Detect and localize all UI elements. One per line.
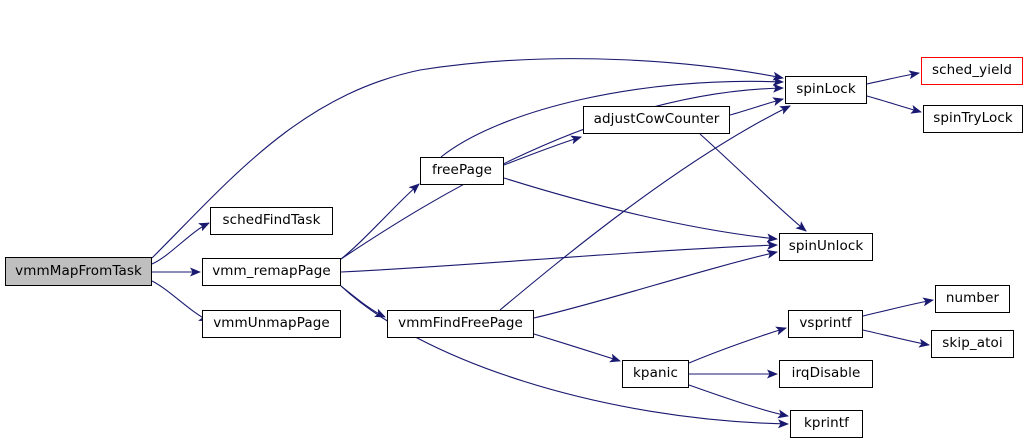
graph-edge-vmm_remapPage-to-spinUnlock [340,240,778,273]
graph-edge-vsprintf-to-number [862,297,934,317]
graph-edge-freePage-to-spinUnlock [503,177,778,243]
graph-edge-vmm_remapPage-to-vmmFindFreePage [340,285,386,318]
graph-edge-vmm_remapPage-to-freePage [340,183,420,260]
graph-node-label: kprintf [804,415,849,432]
graph-edge-kpanic-to-kprintf [688,384,789,419]
graph-edge-vmmFindFreePage-to-spinUnlock [533,249,778,319]
graph-edge-adjustCowCounter-to-spinUnlock [699,133,807,232]
graph-edge-freePage-to-adjustCowCounter [503,135,582,166]
graph-edge-vmmMapFromTask-to-vmmUnmapPage [151,280,210,322]
graph-edge-vmm_remapPage-to-kprintf [340,285,789,429]
graph-node-label: irqDisable [791,365,861,382]
graph-node-vmm_remapPage[interactable]: vmm_remapPage [202,258,341,286]
graph-node-label: vmmUnmapPage [213,315,330,332]
graph-node-kprintf[interactable]: kprintf [790,410,863,438]
graph-node-sched_yield[interactable]: sched_yield [921,57,1023,85]
graph-edge-adjustCowCounter-to-spinLock [729,97,784,116]
graph-node-irqDisable[interactable]: irqDisable [779,360,873,388]
graph-node-freePage[interactable]: freePage [420,157,504,185]
graph-node-vmmMapFromTask[interactable]: vmmMapFromTask [5,257,152,286]
graph-node-label: schedFindTask [222,212,321,229]
graph-node-label: skip_atoi [942,335,1003,352]
graph-edge-freePage-to-spinLock [440,77,784,158]
graph-node-label: vmm_remapPage [212,263,331,280]
graph-edge-vmmMapFromTask-to-spinLock [151,58,784,259]
graph-node-label: spinUnlock [788,238,864,255]
graph-node-label: vmmMapFromTask [15,262,142,279]
graph-node-vmmFindFreePage[interactable]: vmmFindFreePage [387,310,534,338]
graph-edge-spinLock-to-spinTryLock [866,95,922,114]
graph-node-spinLock[interactable]: spinLock [785,76,867,104]
graph-node-kpanic[interactable]: kpanic [622,360,689,388]
graph-node-label: sched_yield [931,62,1013,79]
graph-edge-vmmFindFreePage-to-spinLock [499,105,791,311]
graph-node-skip_atoi[interactable]: skip_atoi [931,330,1014,358]
graph-node-schedFindTask[interactable]: schedFindTask [210,207,333,235]
graph-node-vsprintf[interactable]: vsprintf [788,310,863,338]
graph-node-label: spinLock [796,81,856,98]
graph-node-spinTryLock[interactable]: spinTryLock [923,105,1023,133]
graph-edge-vmmMapFromTask-to-schedFindTask [151,222,210,265]
graph-edge-vmmFindFreePage-to-kpanic [533,333,621,363]
graph-node-label: vmmFindFreePage [398,315,523,332]
graph-edge-kpanic-to-vsprintf [688,326,787,364]
graph-edge-vsprintf-to-skip_atoi [862,329,930,348]
graph-node-label: vsprintf [799,315,852,332]
graph-node-label: adjustCowCounter [593,111,720,128]
graph-node-vmmUnmapPage[interactable]: vmmUnmapPage [202,310,341,338]
graph-node-label: kpanic [633,365,678,382]
graph-edge-spinLock-to-sched_yield [866,70,920,85]
graph-node-label: spinTryLock [933,110,1013,127]
graph-node-number[interactable]: number [935,285,1010,313]
graph-node-label: number [945,290,1000,307]
graph-node-adjustCowCounter[interactable]: adjustCowCounter [583,106,730,134]
graph-node-spinUnlock[interactable]: spinUnlock [779,233,873,261]
graph-node-label: freePage [431,162,493,179]
graph-edge-vmm_remapPage-to-spinLock [340,83,784,260]
